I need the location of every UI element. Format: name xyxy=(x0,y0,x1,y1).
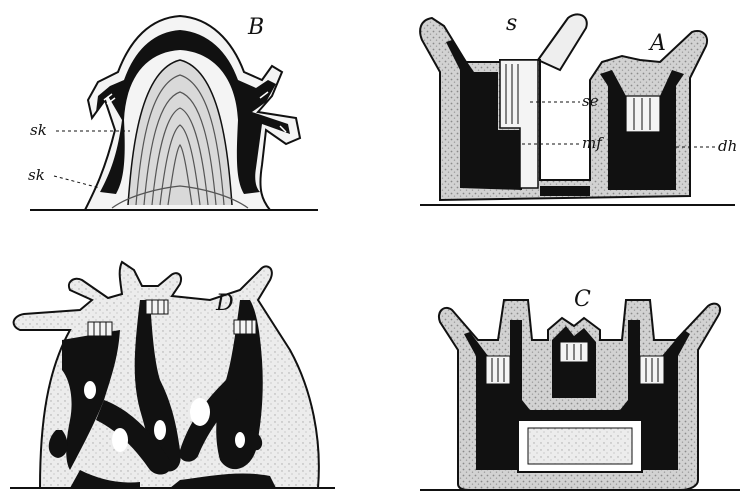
tissue-base-a xyxy=(540,186,590,196)
label-mf: mf xyxy=(582,134,604,152)
label-sk-upper: sk xyxy=(30,121,47,139)
label-dh: dh xyxy=(718,137,737,155)
panel-letter-b: B xyxy=(247,15,264,40)
panel-b: B sk sk xyxy=(28,15,318,210)
septa-right-a xyxy=(626,96,660,132)
panel-letter-c: C xyxy=(574,287,591,312)
panel-letter-d: D xyxy=(215,291,234,316)
panel-c: C xyxy=(420,287,740,490)
chamber-inner-c xyxy=(528,428,632,464)
panel-d: D xyxy=(10,262,335,488)
panel-a: s A se mf dh xyxy=(420,11,737,205)
label-s: s xyxy=(506,11,517,36)
label-se: se xyxy=(582,92,599,110)
label-sk-lower: sk xyxy=(28,166,45,184)
leader-sk-lower xyxy=(54,176,100,188)
spine-a xyxy=(538,14,587,70)
panel-letter-a: A xyxy=(648,31,666,56)
